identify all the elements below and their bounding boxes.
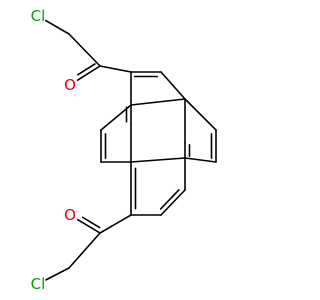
bond-19 — [76, 218, 101, 234]
atom-labels: Cl O O Cl — [31, 7, 76, 293]
bond-20 — [68, 232, 101, 269]
molecule-drawing: Cl O O Cl — [31, 7, 217, 293]
bond-0 — [44, 19, 70, 35]
bond-14-double — [159, 189, 180, 210]
bond-1 — [68, 33, 101, 67]
structure-diagram: Cl O O Cl — [31, 7, 217, 293]
atom-label-o-top: O — [64, 76, 76, 94]
bond-17 — [130, 157, 186, 163]
bond-18 — [99, 214, 132, 234]
bond-14 — [160, 189, 186, 216]
bond-6 — [130, 98, 186, 106]
atom-label-cl-top: Cl — [31, 7, 46, 25]
bond-5 — [160, 71, 186, 100]
bond-19-double — [81, 216, 101, 229]
bond-2 — [76, 65, 101, 81]
bond-2-double — [77, 63, 96, 76]
bonds — [44, 19, 217, 281]
bond-8 — [184, 98, 217, 131]
bond-10 — [184, 157, 217, 163]
atom-label-cl-bottom: Cl — [31, 275, 46, 293]
bond-21 — [45, 267, 70, 281]
bond-3 — [99, 65, 132, 73]
atom-label-o-bottom: O — [64, 206, 76, 224]
